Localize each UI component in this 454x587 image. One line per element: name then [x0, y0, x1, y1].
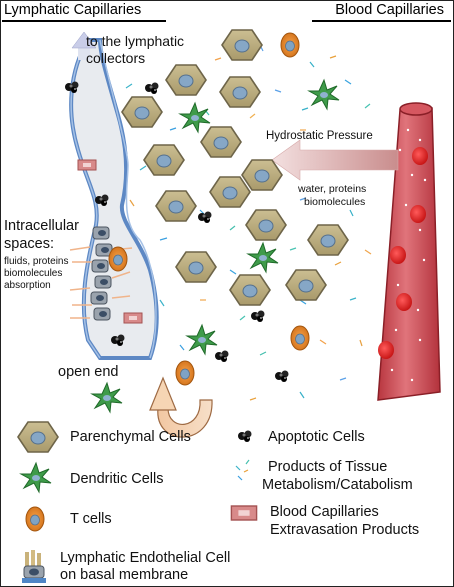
extravasation-product	[123, 312, 143, 324]
dendritic-cell	[308, 79, 340, 110]
legend-extrav-icon	[230, 505, 258, 521]
water-proteins-label-2: biomolecules	[304, 196, 366, 208]
legend-apoptotic-icon	[238, 430, 252, 442]
dendritic-cell	[247, 242, 279, 273]
dendritic-cell	[91, 382, 123, 413]
t-cell	[290, 325, 310, 351]
lymphatic-capillaries-header: Lymphatic Capillaries	[4, 2, 142, 18]
intracellular-label-1: Intracellular	[4, 218, 79, 234]
extravasation-product	[77, 159, 97, 171]
legend-parenchymal-label: Parenchymal Cells	[70, 429, 191, 445]
t-cell	[280, 32, 300, 58]
legend-products-label-1: Products of Tissue	[268, 459, 388, 475]
dendritic-cell	[186, 324, 218, 355]
apoptotic-cell	[215, 350, 229, 362]
lymphatic-capillary	[69, 38, 159, 360]
open-end-label: open end	[58, 364, 119, 380]
water-proteins-label-1: water, proteins	[298, 183, 367, 195]
legend-products-label-2: Metabolism/Catabolism	[262, 477, 413, 493]
legend-dendritic-label: Dendritic Cells	[70, 471, 164, 487]
open-end-curved-arrow	[149, 376, 213, 438]
apoptotic-cell	[198, 211, 212, 223]
hydrostatic-pressure-arrow	[271, 139, 399, 181]
dendritic-cell	[179, 102, 211, 133]
t-cell	[108, 246, 128, 272]
legend-parenchymal-icon	[17, 421, 59, 453]
blood-capillaries-header: Blood Capillaries	[335, 2, 444, 18]
intracellular-label-2: spaces:	[4, 236, 54, 252]
legend-lec-label-1: Lymphatic Endothelial Cell	[60, 550, 231, 566]
legend-apoptotic-label: Apoptotic Cells	[268, 429, 365, 445]
fluids-label-2: biomolecules	[4, 268, 63, 279]
hydrostatic-pressure-label: Hydrostatic Pressure	[266, 130, 373, 142]
to-collectors-label-2: collectors	[86, 50, 146, 66]
blood-capillary	[377, 102, 441, 401]
legend-tcell-icon	[25, 506, 45, 532]
to-collectors-label-1: to the lymphatic	[86, 33, 185, 49]
apoptotic-cell	[145, 82, 159, 94]
apoptotic-cell	[251, 310, 265, 322]
legend-extrav-label-1: Blood Capillaries	[270, 504, 379, 520]
t-cell	[175, 360, 195, 386]
legend-lec-label-2: on basal membrane	[60, 567, 189, 583]
legend-products-icon	[235, 459, 250, 481]
legend-tcells-label: T cells	[70, 511, 112, 527]
fluids-label-1: fluids, proteins	[4, 256, 69, 267]
legend-lec-icon	[22, 550, 46, 583]
fluids-label-3: absorption	[4, 280, 51, 291]
legend-extrav-label-2: Extravasation Products	[270, 522, 420, 538]
to-collectors-arrow	[71, 31, 97, 60]
apoptotic-cell	[275, 370, 289, 382]
legend-dendritic-icon	[20, 462, 52, 493]
